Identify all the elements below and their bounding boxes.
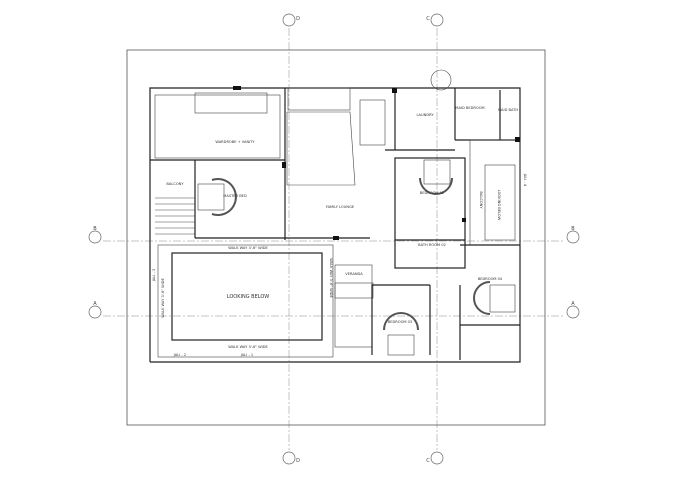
svg-text:B: B bbox=[571, 226, 575, 232]
columns bbox=[233, 86, 520, 240]
label-maid-bath: MAID BATH bbox=[498, 108, 518, 112]
grid-bubble-d-top: D bbox=[282, 13, 300, 27]
grid-bubble-b-right: B bbox=[566, 226, 580, 244]
bed-master bbox=[197, 178, 237, 216]
walls bbox=[149, 69, 521, 363]
label-jali-3: JALI - 3 bbox=[152, 269, 156, 282]
label-walkway-top: WALK WAY 3'-6" WIDE bbox=[228, 246, 268, 250]
label-bedroom-04: BEDROOM 04 bbox=[478, 277, 503, 281]
label-walkway-left: WALK WAY 3'-6" WIDE bbox=[161, 278, 165, 318]
label-bedroom-03: BEDROOM 03 bbox=[388, 320, 412, 324]
svg-text:D: D bbox=[296, 458, 300, 464]
svg-text:A: A bbox=[93, 301, 97, 307]
label-looking-below-right: LOOKING BELOW bbox=[497, 190, 501, 221]
grid-lines bbox=[103, 28, 565, 450]
grid-bubble-a-left: A bbox=[88, 301, 102, 319]
grid-bubble-a-right: A bbox=[566, 301, 580, 319]
bed-03 bbox=[383, 312, 419, 356]
label-jali-4: JALI - 4 bbox=[523, 173, 527, 187]
svg-text:C: C bbox=[426, 16, 430, 22]
room-labels: WARDROBE + VANITY MASTER BED BALCONY FAM… bbox=[152, 106, 527, 357]
svg-text:C: C bbox=[426, 458, 430, 464]
label-looking-below: LOOKING BELOW bbox=[227, 294, 270, 300]
bed-02 bbox=[419, 159, 453, 195]
label-maid-bedroom: MAID BEDROOM bbox=[455, 106, 484, 110]
label-bath-02: BATH ROOM 02 bbox=[418, 243, 446, 247]
label-walkway-right: WALK WAY 3'-6" WIDE bbox=[329, 258, 333, 298]
label-master-bed: MASTER BED bbox=[223, 194, 247, 198]
svg-text:D: D bbox=[296, 16, 300, 22]
label-walkway-bottom: WALK WAY 3'-6" WIDE bbox=[228, 345, 268, 349]
label-jali-2: JALI - 2 bbox=[173, 353, 186, 357]
label-jali-1: JALI - 1 bbox=[240, 353, 253, 357]
bed-04 bbox=[473, 281, 516, 315]
label-laundry: LAUNDRY bbox=[416, 113, 434, 117]
label-balcony-left: BALCONY bbox=[166, 182, 184, 186]
grid-bubble-b-left: B bbox=[88, 226, 102, 244]
label-family-lounge: FAMILY LOUNGE bbox=[326, 205, 355, 209]
stair-left bbox=[155, 197, 195, 235]
grid-bubble-d-bottom: D bbox=[282, 451, 300, 465]
svg-text:A: A bbox=[571, 301, 575, 307]
label-bedroom-02: BEDROOM 02 bbox=[420, 191, 444, 195]
label-balcony-right: BALCONY bbox=[479, 191, 483, 209]
label-wardrobe: WARDROBE + VANITY bbox=[215, 140, 255, 144]
site-boundary bbox=[126, 49, 546, 426]
svg-text:B: B bbox=[93, 226, 97, 232]
grid-bubble-c-top: C bbox=[426, 13, 444, 27]
label-veranda: VERANDA bbox=[345, 272, 363, 276]
grid-bubble-c-bottom: C bbox=[426, 451, 444, 465]
